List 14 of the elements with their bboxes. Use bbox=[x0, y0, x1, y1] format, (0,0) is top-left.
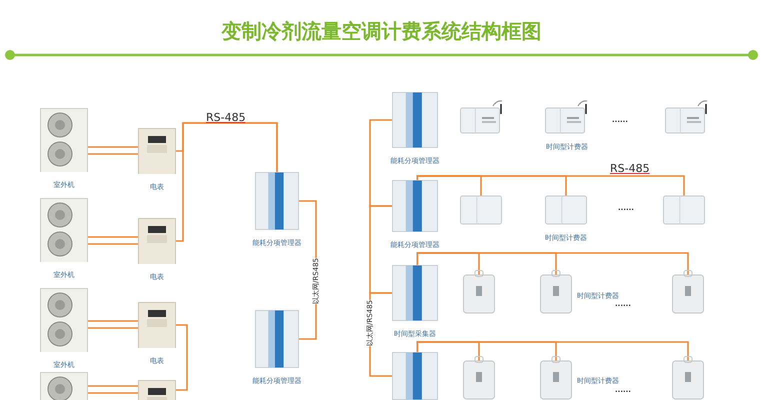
connector-line bbox=[87, 385, 139, 394]
diagram-title: 变制冷剂流量空调计费系统结构框图 bbox=[220, 18, 542, 45]
edge-label: RS-485 bbox=[206, 112, 246, 123]
connector-line bbox=[416, 175, 685, 196]
connector-line bbox=[176, 324, 188, 391]
connector-line bbox=[416, 341, 689, 361]
connector-line bbox=[416, 252, 689, 275]
connector-line bbox=[87, 146, 139, 155]
connector-line bbox=[176, 122, 278, 242]
edge-label: RS-485 bbox=[610, 163, 650, 174]
connector-line bbox=[87, 320, 139, 329]
connector-line bbox=[369, 205, 392, 294]
connector-line bbox=[87, 236, 139, 245]
connector-line bbox=[369, 119, 392, 207]
